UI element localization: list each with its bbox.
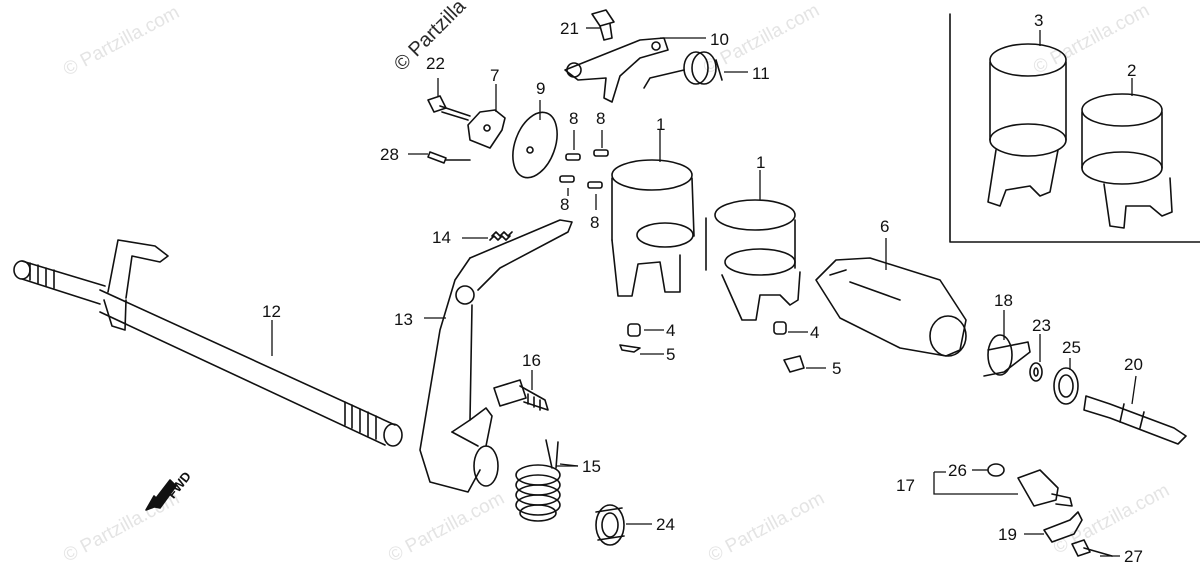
callout-8d: 8 [590,213,600,232]
callout-24: 24 [656,515,675,534]
callout-8a: 8 [569,109,579,128]
part-8-pins [559,149,609,189]
callout-28: 28 [380,145,399,164]
part-21-bolt [591,9,615,41]
callout-27: 27 [1124,547,1143,566]
part-26-oring [987,463,1005,477]
part-19-plate [1043,511,1083,543]
part-5-clip-a [619,344,641,353]
part-16-bolt [493,379,549,411]
callout-20: 20 [1124,355,1143,374]
callout-22: 22 [426,54,445,73]
part-2-shift-fork [1081,93,1173,229]
callout-18: 18 [994,291,1013,310]
part-20-shaft [1083,395,1187,445]
callout-8c: 8 [560,195,570,214]
part-5-clip-b [783,355,805,373]
callout-1a: 1 [656,115,666,134]
leader-lines [271,27,1137,557]
part-1-shift-fork-b [705,199,801,321]
callout-15: 15 [582,457,601,476]
part-6-shift-drum [815,257,967,357]
part-4-pin-a [627,323,641,337]
part-15-coil-spring [515,439,561,522]
part-7-plate [467,109,506,149]
callout-3: 3 [1034,11,1044,30]
callout-4a: 4 [666,321,676,340]
callout-5b: 5 [832,359,842,378]
part-17-bolt [1017,469,1073,507]
callout-6: 6 [880,217,890,236]
part-4-pin-b [773,321,787,335]
callout-4b: 4 [810,323,820,342]
callout-17: 17 [896,476,915,495]
callout-1b: 1 [756,153,766,172]
callout-16: 16 [522,351,541,370]
part-27-bolt [1071,539,1113,557]
part-25-bearing [1053,367,1079,405]
callout-25: 25 [1062,338,1081,357]
callout-7: 7 [490,66,500,85]
callout-14: 14 [432,228,451,247]
callout-19: 19 [998,525,1017,544]
part-13-shift-arm [419,219,573,493]
callout-12: 12 [262,302,281,321]
part-28-pin [427,151,471,164]
part-11-spring [643,51,723,89]
part-24-seal [595,504,625,546]
part-14-spring [489,231,513,241]
callout-5a: 5 [666,345,676,364]
callout-11: 11 [752,64,770,83]
part-1-shift-fork-a [611,159,695,297]
part-12-shift-shaft [13,239,403,447]
fwd-arrow [145,479,177,511]
callout-21: 21 [560,19,579,38]
part-3-shift-fork [987,43,1067,207]
callout-13: 13 [394,310,413,329]
callout-8b: 8 [596,109,606,128]
part-9-stopper [512,111,558,179]
part-22-bolt [427,95,471,121]
callout-9: 9 [536,79,546,98]
callout-26: 26 [948,461,967,480]
callout-23: 23 [1032,316,1051,335]
callout-2: 2 [1127,61,1137,80]
inset-frame [949,13,1200,243]
callout-10: 10 [710,30,729,49]
part-23-washer [1029,362,1043,382]
part-18-plate [983,334,1031,377]
part-10-arm [564,37,669,103]
